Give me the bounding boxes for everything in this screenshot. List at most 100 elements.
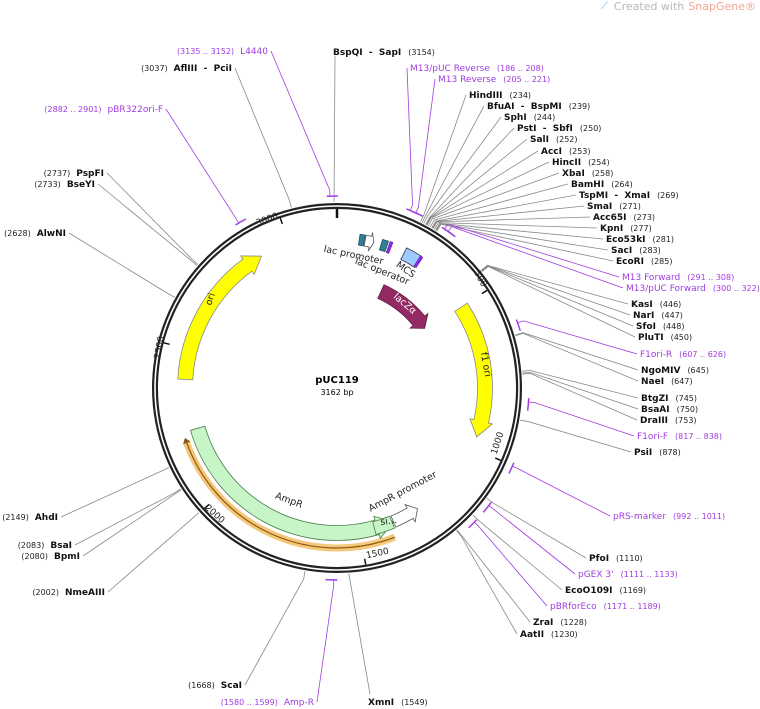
- enzyme-site-kasi[interactable]: KasI(446): [631, 300, 681, 310]
- enzyme-label[interactable]: Eco53kI(281): [606, 235, 674, 245]
- enzyme-label[interactable]: NgoMIV(645): [641, 366, 709, 376]
- enzyme-site-psti-sbfi[interactable]: PstI - SbfI(250): [517, 124, 601, 134]
- enzyme-site-pspfi[interactable]: (2737)PspFI: [44, 169, 104, 179]
- primer-label[interactable]: (3135 .. 3152)L4440: [177, 47, 268, 57]
- enzyme-site-sphi[interactable]: SphI(244): [504, 113, 555, 123]
- enzyme-site-acci[interactable]: AccI(253): [541, 147, 591, 157]
- primer-site-m13-puc-forward[interactable]: M13/pUC Forward(300 .. 322): [626, 284, 760, 294]
- enzyme-label[interactable]: KasI(446): [631, 300, 681, 310]
- enzyme-label[interactable]: SmaI(271): [587, 202, 641, 212]
- primer-label[interactable]: (2882 .. 2901)pBR322ori-F: [44, 105, 163, 115]
- feature-lac-promoter[interactable]: [363, 232, 375, 252]
- feature-lac-operator[interactable]: [378, 238, 390, 253]
- primer-site-f1ori-r[interactable]: F1ori-R(607 .. 626): [640, 350, 726, 360]
- primer-site-pgex-3[interactable]: pGEX 3'(1111 .. 1133): [578, 570, 678, 580]
- primer-label[interactable]: pBRforEco(1171 .. 1189): [550, 602, 661, 612]
- enzyme-label[interactable]: (1668)ScaI: [188, 681, 242, 691]
- feature-f1-ori[interactable]: [454, 302, 494, 438]
- enzyme-label[interactable]: (2083)BsaI: [18, 541, 72, 551]
- enzyme-site-draiii[interactable]: DraIII(753): [640, 416, 697, 426]
- primer-label[interactable]: M13/pUC Reverse(186 .. 208): [410, 64, 544, 74]
- enzyme-label[interactable]: PluTI(450): [638, 333, 692, 343]
- enzyme-site-naei[interactable]: NaeI(647): [641, 377, 693, 387]
- enzyme-label[interactable]: TspMI - XmaI(269): [579, 191, 679, 201]
- enzyme-site-hincii[interactable]: HincII(254): [552, 158, 610, 168]
- enzyme-site-kpni[interactable]: KpnI(277): [600, 224, 652, 234]
- enzyme-label[interactable]: HindIII(234): [469, 91, 531, 101]
- enzyme-label[interactable]: ZraI(1228): [533, 618, 587, 628]
- enzyme-site-acc65i[interactable]: Acc65I(273): [593, 213, 655, 223]
- enzyme-site-bamhi[interactable]: BamHI(264): [571, 180, 633, 190]
- enzyme-site-nari[interactable]: NarI(447): [633, 311, 683, 321]
- enzyme-site-psii[interactable]: PsiI(878): [634, 448, 681, 458]
- enzyme-site-aatii[interactable]: AatII(1230): [520, 630, 578, 640]
- feature-si[interactable]: [372, 515, 396, 535]
- primer-site-l4440[interactable]: (3135 .. 3152)L4440: [177, 47, 268, 57]
- primer-label[interactable]: M13 Forward(291 .. 308): [622, 273, 734, 283]
- primer-site-amp-r[interactable]: (1580 .. 1599)Amp-R: [221, 698, 314, 708]
- primer-label[interactable]: (1580 .. 1599)Amp-R: [221, 698, 314, 708]
- enzyme-site-bsaai[interactable]: BsaAI(750): [641, 405, 698, 415]
- enzyme-site-saci[interactable]: SacI(283): [611, 246, 661, 256]
- enzyme-label[interactable]: BspQI - SapI(3154): [333, 48, 435, 58]
- feature-lacz[interactable]: [377, 284, 429, 329]
- enzyme-label[interactable]: (2737)PspFI: [44, 169, 104, 179]
- enzyme-label[interactable]: PstI - SbfI(250): [517, 124, 601, 134]
- enzyme-site-hindiii[interactable]: HindIII(234): [469, 91, 531, 101]
- enzyme-site-pluti[interactable]: PluTI(450): [638, 333, 692, 343]
- enzyme-site-sfoi[interactable]: SfoI(448): [636, 322, 684, 332]
- enzyme-label[interactable]: SacI(283): [611, 246, 661, 256]
- enzyme-label[interactable]: EcoO109I(1169): [565, 586, 646, 596]
- enzyme-label[interactable]: (2080)BpmI: [21, 552, 80, 562]
- enzyme-site-bsai[interactable]: (2083)BsaI: [18, 541, 72, 551]
- enzyme-label[interactable]: HincII(254): [552, 158, 610, 168]
- enzyme-site-ngomiv[interactable]: NgoMIV(645): [641, 366, 709, 376]
- primer-site-m13-puc-reverse[interactable]: M13/pUC Reverse(186 .. 208): [410, 64, 544, 74]
- enzyme-label[interactable]: NarI(447): [633, 311, 683, 321]
- primer-label[interactable]: M13/pUC Forward(300 .. 322): [626, 284, 760, 294]
- enzyme-site-nmeaiii[interactable]: (2002)NmeAIII: [32, 588, 105, 598]
- enzyme-site-pfoi[interactable]: PfoI(1110): [589, 554, 643, 564]
- primer-site-pbr322ori-f[interactable]: (2882 .. 2901)pBR322ori-F: [44, 105, 163, 115]
- enzyme-label[interactable]: NaeI(647): [641, 377, 693, 387]
- enzyme-label[interactable]: KpnI(277): [600, 224, 652, 234]
- enzyme-site-sali[interactable]: SalI(252): [530, 135, 578, 145]
- enzyme-site-bspqi-sapi[interactable]: BspQI - SapI(3154): [333, 48, 435, 58]
- primer-label[interactable]: M13 Reverse(205 .. 221): [438, 75, 550, 85]
- enzyme-site-xbai[interactable]: XbaI(258): [562, 169, 613, 179]
- enzyme-site-bfuai-bspmi[interactable]: BfuAI - BspMI(239): [487, 102, 590, 112]
- enzyme-label[interactable]: BsaAI(750): [641, 405, 698, 415]
- enzyme-label[interactable]: (3037)AflIII - PciI: [141, 64, 232, 74]
- enzyme-label[interactable]: (2733)BseYI: [34, 180, 95, 190]
- enzyme-site-ahdi[interactable]: (2149)AhdI: [2, 513, 58, 523]
- enzyme-label[interactable]: BamHI(264): [571, 180, 633, 190]
- enzyme-label[interactable]: AccI(253): [541, 147, 591, 157]
- enzyme-label[interactable]: (2628)AlwNI: [4, 229, 66, 239]
- enzyme-site-tspmi-xmai[interactable]: TspMI - XmaI(269): [579, 191, 679, 201]
- primer-label[interactable]: pRS-marker(992 .. 1011): [613, 512, 725, 522]
- enzyme-site-xmni[interactable]: XmnI(1549): [368, 698, 428, 708]
- enzyme-label[interactable]: SphI(244): [504, 113, 555, 123]
- enzyme-site-smai[interactable]: SmaI(271): [587, 202, 641, 212]
- enzyme-label[interactable]: SfoI(448): [636, 322, 684, 332]
- primer-site-m13-reverse[interactable]: M13 Reverse(205 .. 221): [438, 75, 550, 85]
- primer-site-m13-forward[interactable]: M13 Forward(291 .. 308): [622, 273, 734, 283]
- primer-site-prs-marker[interactable]: pRS-marker(992 .. 1011): [613, 512, 725, 522]
- enzyme-label[interactable]: (2149)AhdI: [2, 513, 58, 523]
- enzyme-label[interactable]: PsiI(878): [634, 448, 681, 458]
- enzyme-site-ecori[interactable]: EcoRI(285): [616, 257, 672, 267]
- enzyme-label[interactable]: PfoI(1110): [589, 554, 643, 564]
- enzyme-site-alwni[interactable]: (2628)AlwNI: [4, 229, 66, 239]
- enzyme-site-afliii-pcii[interactable]: (3037)AflIII - PciI: [141, 64, 232, 74]
- primer-label[interactable]: F1ori-F(817 .. 838): [637, 432, 722, 442]
- enzyme-site-eco53ki[interactable]: Eco53kI(281): [606, 235, 674, 245]
- feature-ampr-promoter[interactable]: [390, 503, 418, 528]
- enzyme-label[interactable]: EcoRI(285): [616, 257, 672, 267]
- enzyme-label[interactable]: DraIII(753): [640, 416, 697, 426]
- enzyme-label[interactable]: AatII(1230): [520, 630, 578, 640]
- primer-site-f1ori-f[interactable]: F1ori-F(817 .. 838): [637, 432, 722, 442]
- enzyme-label[interactable]: BtgZI(745): [641, 394, 697, 404]
- primer-label[interactable]: pGEX 3'(1111 .. 1133): [578, 570, 678, 580]
- enzyme-site-bseyi[interactable]: (2733)BseYI: [34, 180, 95, 190]
- enzyme-site-scai[interactable]: (1668)ScaI: [188, 681, 242, 691]
